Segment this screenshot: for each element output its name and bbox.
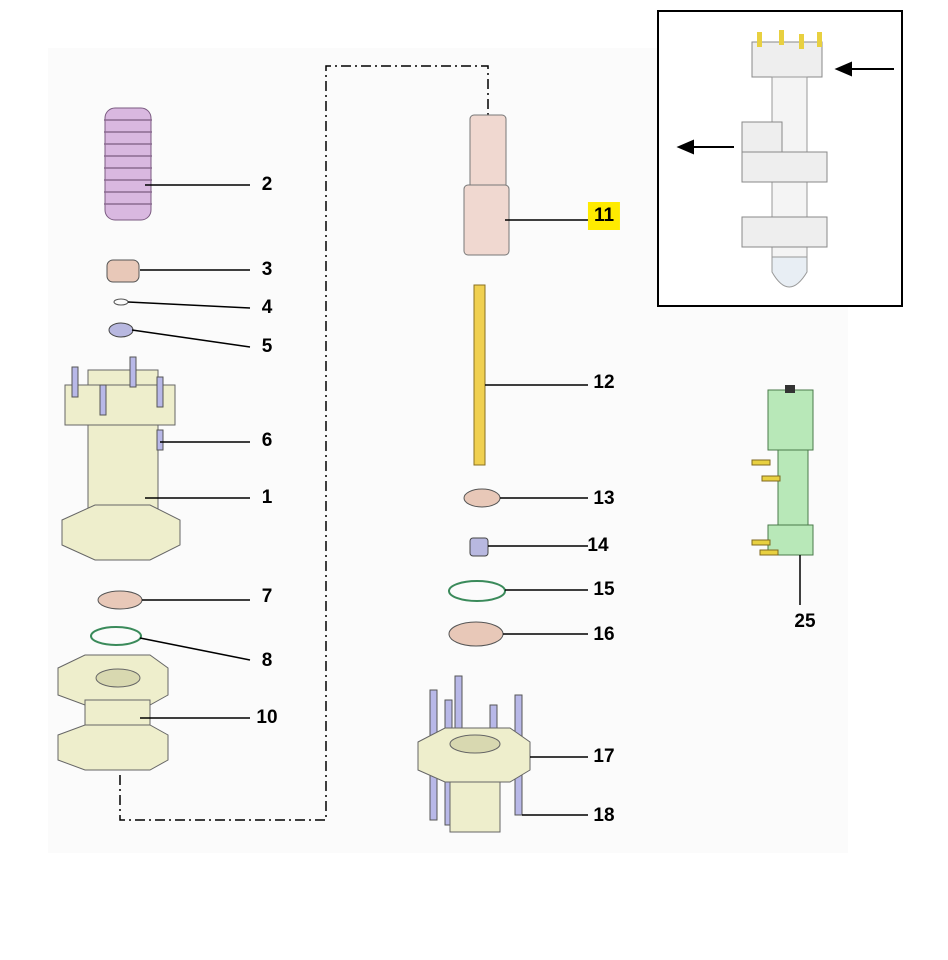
callout-1[interactable]: 1 [261, 487, 273, 508]
part-7-seal [97, 590, 143, 610]
callout-13[interactable]: 13 [593, 488, 615, 509]
callout-5[interactable]: 5 [261, 336, 273, 357]
inset-assembly-drawing [676, 30, 894, 288]
callout-3[interactable]: 3 [261, 259, 273, 280]
arrows [676, 61, 894, 155]
part-15-oring [448, 580, 506, 602]
callout-11-highlighted[interactable]: 11 [587, 202, 621, 230]
callout-12[interactable]: 12 [593, 372, 615, 393]
part-13-washer [463, 488, 501, 508]
callout-25[interactable]: 25 [794, 611, 816, 632]
leader-lines [127, 184, 801, 816]
callout-7[interactable]: 7 [261, 586, 273, 607]
callout-6[interactable]: 6 [261, 430, 273, 451]
callout-2[interactable]: 2 [261, 174, 273, 195]
callout-10[interactable]: 10 [256, 707, 278, 728]
part-8-oring [90, 626, 142, 646]
part-14-nut [469, 537, 489, 557]
part-11-sleeve [463, 114, 510, 256]
part-3-cap [106, 259, 140, 283]
part-16-seal [448, 621, 504, 647]
callout-8[interactable]: 8 [261, 650, 273, 671]
part-25-valve [751, 385, 814, 556]
callout-16[interactable]: 16 [593, 624, 615, 645]
callout-17[interactable]: 17 [593, 746, 615, 767]
part-5-nut [108, 322, 134, 338]
inset-view [657, 10, 903, 307]
assembly-path [119, 65, 489, 821]
part-10-spacer [57, 654, 169, 771]
part-17-flange [417, 675, 531, 833]
callout-4[interactable]: 4 [261, 297, 273, 318]
callout-14[interactable]: 14 [587, 535, 609, 556]
callout-18[interactable]: 18 [593, 805, 615, 826]
part-2-spring [104, 107, 152, 221]
part-1-housing [61, 356, 181, 561]
callout-15[interactable]: 15 [593, 579, 615, 600]
part-12-shaft [473, 284, 486, 466]
part-4-ring [113, 298, 129, 306]
